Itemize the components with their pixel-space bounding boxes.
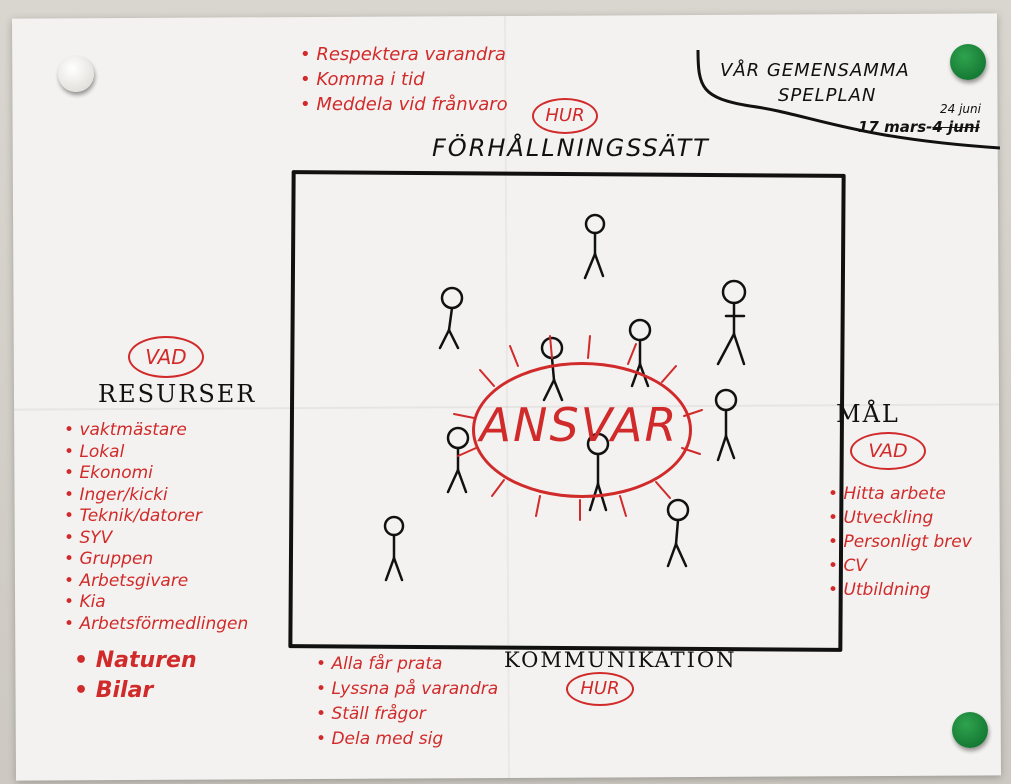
white-pin-icon (58, 56, 94, 92)
list-item: Arbetsförmedlingen (64, 614, 248, 636)
list-item: Ekonomi (64, 463, 248, 485)
list-item: Naturen (74, 646, 197, 676)
list-item: Lokal (64, 442, 248, 464)
heading-resurser: RESURSER (98, 380, 257, 408)
hur-badge-top: HUR (532, 98, 598, 134)
list-item: Ställ frågor (316, 702, 498, 727)
list-item: Teknik/datorer (64, 506, 248, 528)
ansvar-word: ANSVAR (479, 398, 679, 452)
stick-figure-icon (583, 213, 606, 280)
heading-forhallningssatt: FÖRHÅLLNINGSSÄTT (432, 134, 710, 162)
list-item: Dela med sig (316, 727, 498, 752)
list-item: Personligt brev (828, 530, 971, 554)
date-range-start: 17 mars- (858, 118, 933, 136)
heading-kommunikation: KOMMUNIKATION (504, 648, 737, 672)
date-struck: 4 juni (932, 118, 980, 136)
stick-figure-icon (383, 515, 405, 582)
list-item: CV (828, 554, 972, 578)
goals-list: Hitta arbete Utveckling Personligt brev … (828, 482, 972, 602)
stick-figure-icon (438, 286, 464, 350)
green-pin-icon (950, 44, 986, 80)
list-item: Meddela vid frånvaro (300, 92, 507, 117)
stick-figure-icon (446, 426, 470, 494)
stick-figure-icon (714, 388, 738, 462)
heading-mal: MÅL (836, 400, 900, 428)
communication-list: Alla får prata Lyssna på varandra Ställ … (316, 652, 498, 752)
plan-title-line2: SPELPLAN (778, 85, 877, 106)
resources-list: vaktmästare Lokal Ekonomi Inger/kicki Te… (64, 420, 248, 635)
ansvar-oval (472, 362, 692, 498)
stick-figure-icon (666, 498, 690, 568)
resources-bold-list: Naturen Bilar (74, 646, 197, 706)
list-item: Lyssna på varandra (316, 677, 498, 702)
list-item: Bilar (74, 676, 197, 706)
list-item: Arbetsgivare (64, 571, 248, 593)
plan-title: VÅR GEMENSAMMA SPELPLAN (720, 60, 910, 106)
list-item: Komma i tid (300, 67, 508, 92)
vad-badge-right: VAD (850, 432, 926, 470)
corner-divider-line (696, 49, 1000, 150)
list-item: Alla får prata (316, 652, 498, 677)
list-item: Utbildning (828, 578, 972, 602)
hur-badge-bottom: HUR (566, 672, 634, 706)
green-pin-icon (952, 712, 988, 748)
list-item: Hitta arbete (828, 482, 972, 506)
list-item: Utveckling (828, 506, 972, 530)
top-list: Respektera varandra Komma i tid Meddela … (300, 42, 508, 117)
list-item: Kia (64, 592, 248, 614)
list-item: vaktmästare (64, 420, 248, 442)
list-item: SYV (64, 528, 248, 550)
stick-figure-icon (716, 279, 747, 366)
list-item: Inger/kicki (64, 485, 248, 507)
list-item: Gruppen (64, 549, 248, 571)
list-item: Respektera varandra (300, 42, 508, 67)
vad-badge-left: VAD (128, 336, 204, 378)
ansvar-rays (453, 335, 703, 521)
date-range: 17 mars-4 juni (858, 118, 980, 136)
plan-title-line1: VÅR GEMENSAMMA (720, 60, 910, 81)
date-added: 24 juni (940, 102, 981, 116)
